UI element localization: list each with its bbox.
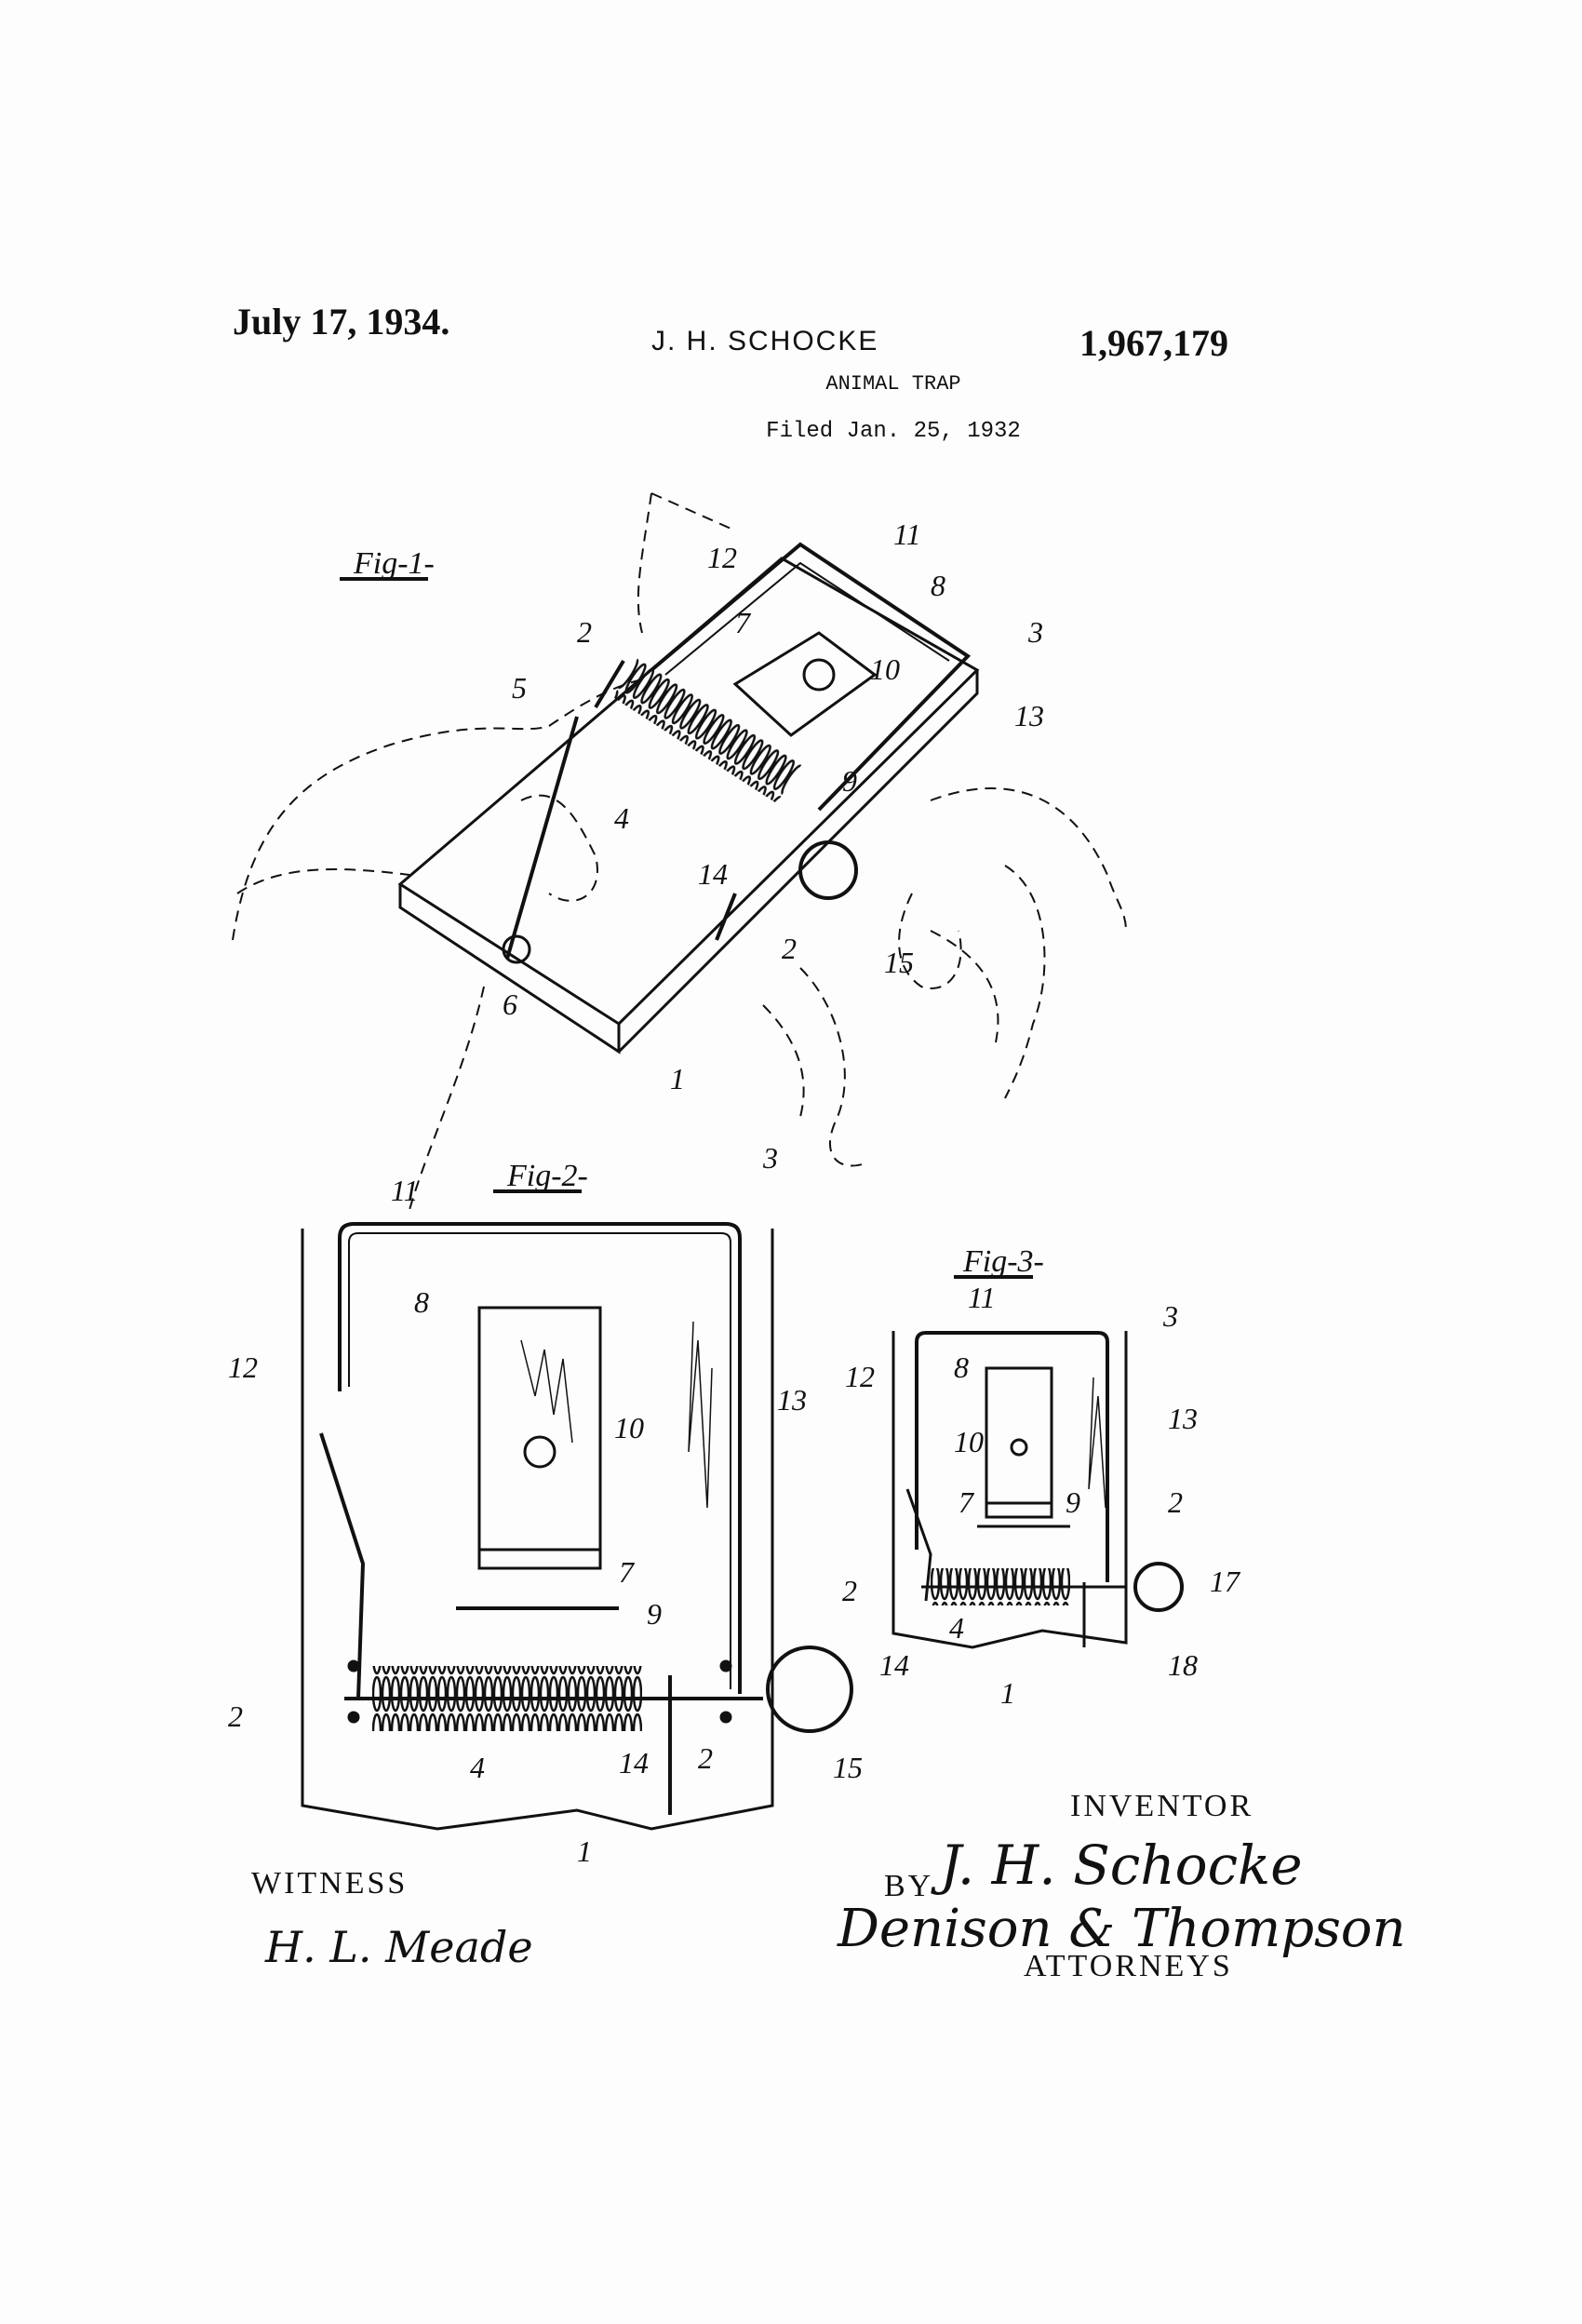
svg-text:9: 9 xyxy=(647,1597,662,1631)
trap-base-side xyxy=(398,884,621,1055)
fig2-label: Fig-2- xyxy=(506,1159,588,1193)
svg-text:13: 13 xyxy=(777,1383,807,1417)
inventor-label: INVENTOR xyxy=(1070,1789,1254,1823)
svg-text:18: 18 xyxy=(1168,1648,1198,1682)
svg-text:3: 3 xyxy=(1162,1299,1178,1333)
svg-text:7: 7 xyxy=(959,1485,975,1519)
bail-frame xyxy=(650,542,972,812)
svg-text:12: 12 xyxy=(707,541,737,574)
by-label: BY xyxy=(884,1869,934,1903)
fig3-treadle xyxy=(985,1366,1053,1519)
figure-3: Fig-3- 1 2 2 3 4 7 8 9 10 11 12 13 1 xyxy=(842,1244,1241,1710)
fig3-bail xyxy=(915,1331,1109,1582)
svg-text:2: 2 xyxy=(782,932,797,965)
svg-text:17: 17 xyxy=(1210,1565,1241,1598)
fig3-release-ring xyxy=(1133,1562,1184,1612)
bait-hole xyxy=(802,658,836,692)
svg-text:5: 5 xyxy=(512,671,527,705)
fig2-release-ring xyxy=(766,1646,853,1733)
svg-text:7: 7 xyxy=(619,1555,636,1589)
treadle xyxy=(732,631,878,737)
patent-number: 1,967,179 xyxy=(1079,322,1228,364)
svg-text:9: 9 xyxy=(842,764,857,798)
svg-text:12: 12 xyxy=(228,1350,258,1384)
svg-text:10: 10 xyxy=(954,1425,984,1458)
fig3-label: Fig-3- xyxy=(962,1244,1044,1279)
fig2-base xyxy=(301,1229,774,1831)
svg-text:11: 11 xyxy=(391,1174,419,1207)
invention-title: ANIMAL TRAP xyxy=(825,372,961,396)
svg-text:4: 4 xyxy=(949,1611,964,1645)
fig2-bail xyxy=(338,1222,742,1694)
svg-text:10: 10 xyxy=(614,1411,644,1444)
spring-coil xyxy=(612,657,802,804)
svg-text:12: 12 xyxy=(845,1360,875,1393)
patent-date: July 17, 1934. xyxy=(233,301,450,343)
svg-text:11: 11 xyxy=(893,517,921,551)
svg-text:1: 1 xyxy=(1000,1676,1015,1710)
svg-text:8: 8 xyxy=(954,1350,969,1384)
svg-text:10: 10 xyxy=(870,652,900,686)
svg-text:14: 14 xyxy=(619,1746,649,1780)
hand-outline-dashed xyxy=(232,678,643,941)
svg-text:14: 14 xyxy=(698,857,728,891)
filing-date: Filed Jan. 25, 1932 xyxy=(766,419,1021,444)
svg-text:8: 8 xyxy=(414,1285,429,1319)
svg-text:1: 1 xyxy=(670,1062,685,1095)
witness-signature: H. L. Meade xyxy=(265,1922,533,1972)
attorneys-label: ATTORNEYS xyxy=(1024,1949,1233,1983)
release-ring xyxy=(798,840,858,900)
svg-text:15: 15 xyxy=(833,1751,863,1784)
svg-text:1: 1 xyxy=(577,1834,592,1868)
fig2-treadle xyxy=(477,1306,602,1570)
striker-bar xyxy=(505,716,579,960)
staple xyxy=(502,934,531,964)
svg-text:2: 2 xyxy=(842,1574,857,1607)
svg-text:2: 2 xyxy=(698,1741,713,1775)
svg-text:8: 8 xyxy=(931,569,945,602)
fig2-bait-hole xyxy=(523,1435,556,1469)
svg-text:13: 13 xyxy=(1014,699,1044,732)
witness-label: WITNESS xyxy=(251,1866,409,1901)
svg-text:2: 2 xyxy=(1168,1485,1183,1519)
svg-text:15: 15 xyxy=(884,946,914,979)
svg-text:2: 2 xyxy=(228,1699,243,1733)
svg-text:14: 14 xyxy=(879,1648,909,1682)
svg-text:4: 4 xyxy=(470,1751,485,1784)
svg-text:13: 13 xyxy=(1168,1402,1198,1435)
attorney-signature: Denison & Thompson xyxy=(838,1899,1406,1959)
svg-text:7: 7 xyxy=(735,606,752,639)
svg-text:3: 3 xyxy=(1027,615,1043,649)
svg-text:9: 9 xyxy=(1066,1485,1080,1519)
svg-text:3: 3 xyxy=(762,1141,778,1175)
inventor-name: J. H. SCHOCKE xyxy=(651,326,879,356)
fig3-base xyxy=(892,1331,1128,1649)
svg-text:2: 2 xyxy=(577,615,592,649)
figure-1: Fig-1- xyxy=(232,492,1127,1211)
svg-text:11: 11 xyxy=(968,1281,996,1314)
figure-2: Fig-2- 1 2 xyxy=(228,1141,863,1868)
svg-text:4: 4 xyxy=(614,801,629,835)
fig1-label: Fig-1- xyxy=(353,546,435,581)
svg-text:6: 6 xyxy=(503,987,517,1021)
inventor-signature: J. H. Schocke xyxy=(940,1834,1303,1897)
